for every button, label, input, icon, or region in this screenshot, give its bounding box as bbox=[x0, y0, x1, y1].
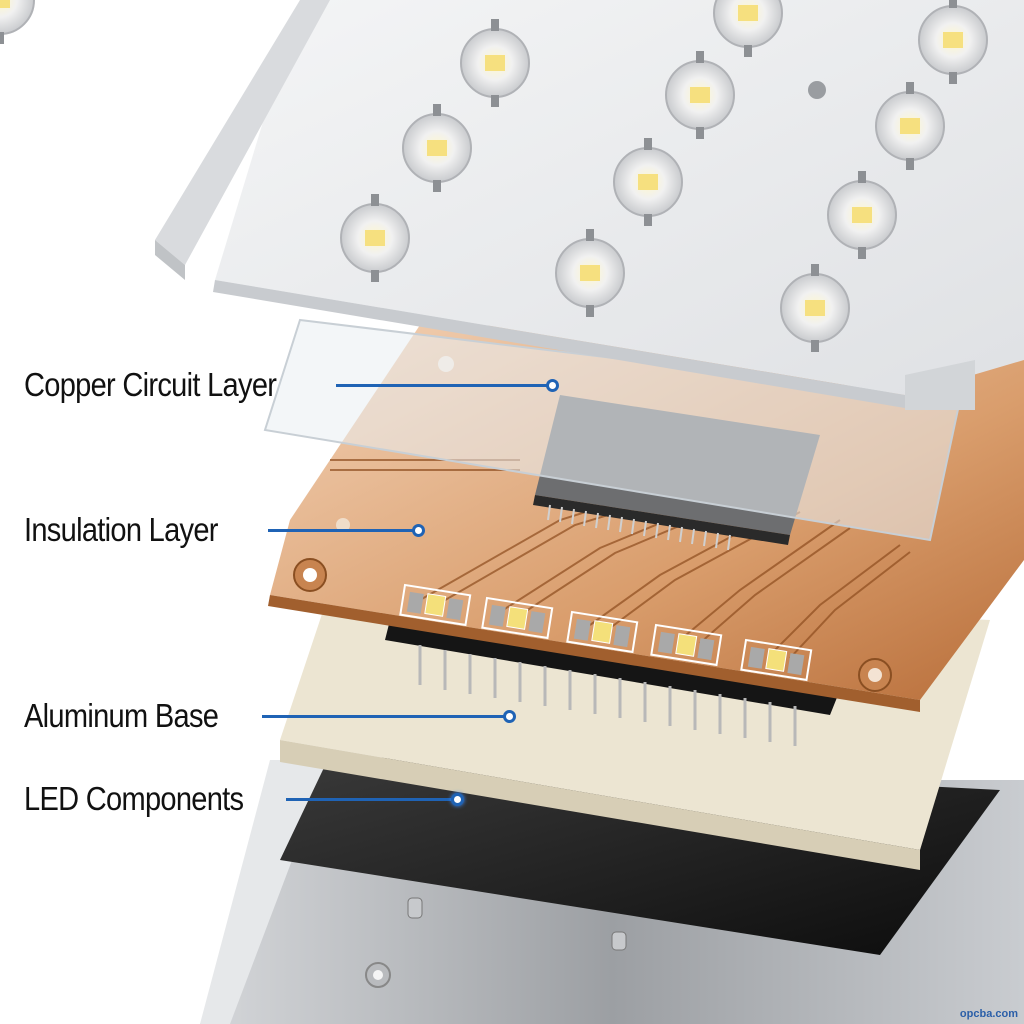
callout-line-aluminum-base bbox=[262, 715, 505, 718]
callout-label-led-components: LED Components bbox=[24, 780, 244, 817]
callout-dot-led-components bbox=[451, 793, 464, 806]
pin-header bbox=[385, 620, 840, 746]
callout-dot-aluminum-base bbox=[503, 710, 516, 723]
callout-label-copper-circuit-layer: Copper Circuit Layer bbox=[24, 366, 277, 403]
high-power-led-array bbox=[0, 0, 988, 353]
callout-dot-insulation-layer bbox=[412, 524, 425, 537]
watermark: opcba.com bbox=[959, 1008, 1018, 1020]
callout-line-led-components bbox=[286, 798, 453, 801]
callout-line-copper-circuit-layer bbox=[336, 384, 548, 387]
callout-label-aluminum-base: Aluminum Base bbox=[24, 697, 219, 734]
led-emitter bbox=[0, 0, 35, 44]
smd-led-row bbox=[399, 583, 813, 682]
callout-label-insulation-layer: Insulation Layer bbox=[24, 511, 218, 548]
callout-line-insulation-layer bbox=[268, 529, 414, 532]
callout-dot-copper-circuit-layer bbox=[546, 379, 559, 392]
